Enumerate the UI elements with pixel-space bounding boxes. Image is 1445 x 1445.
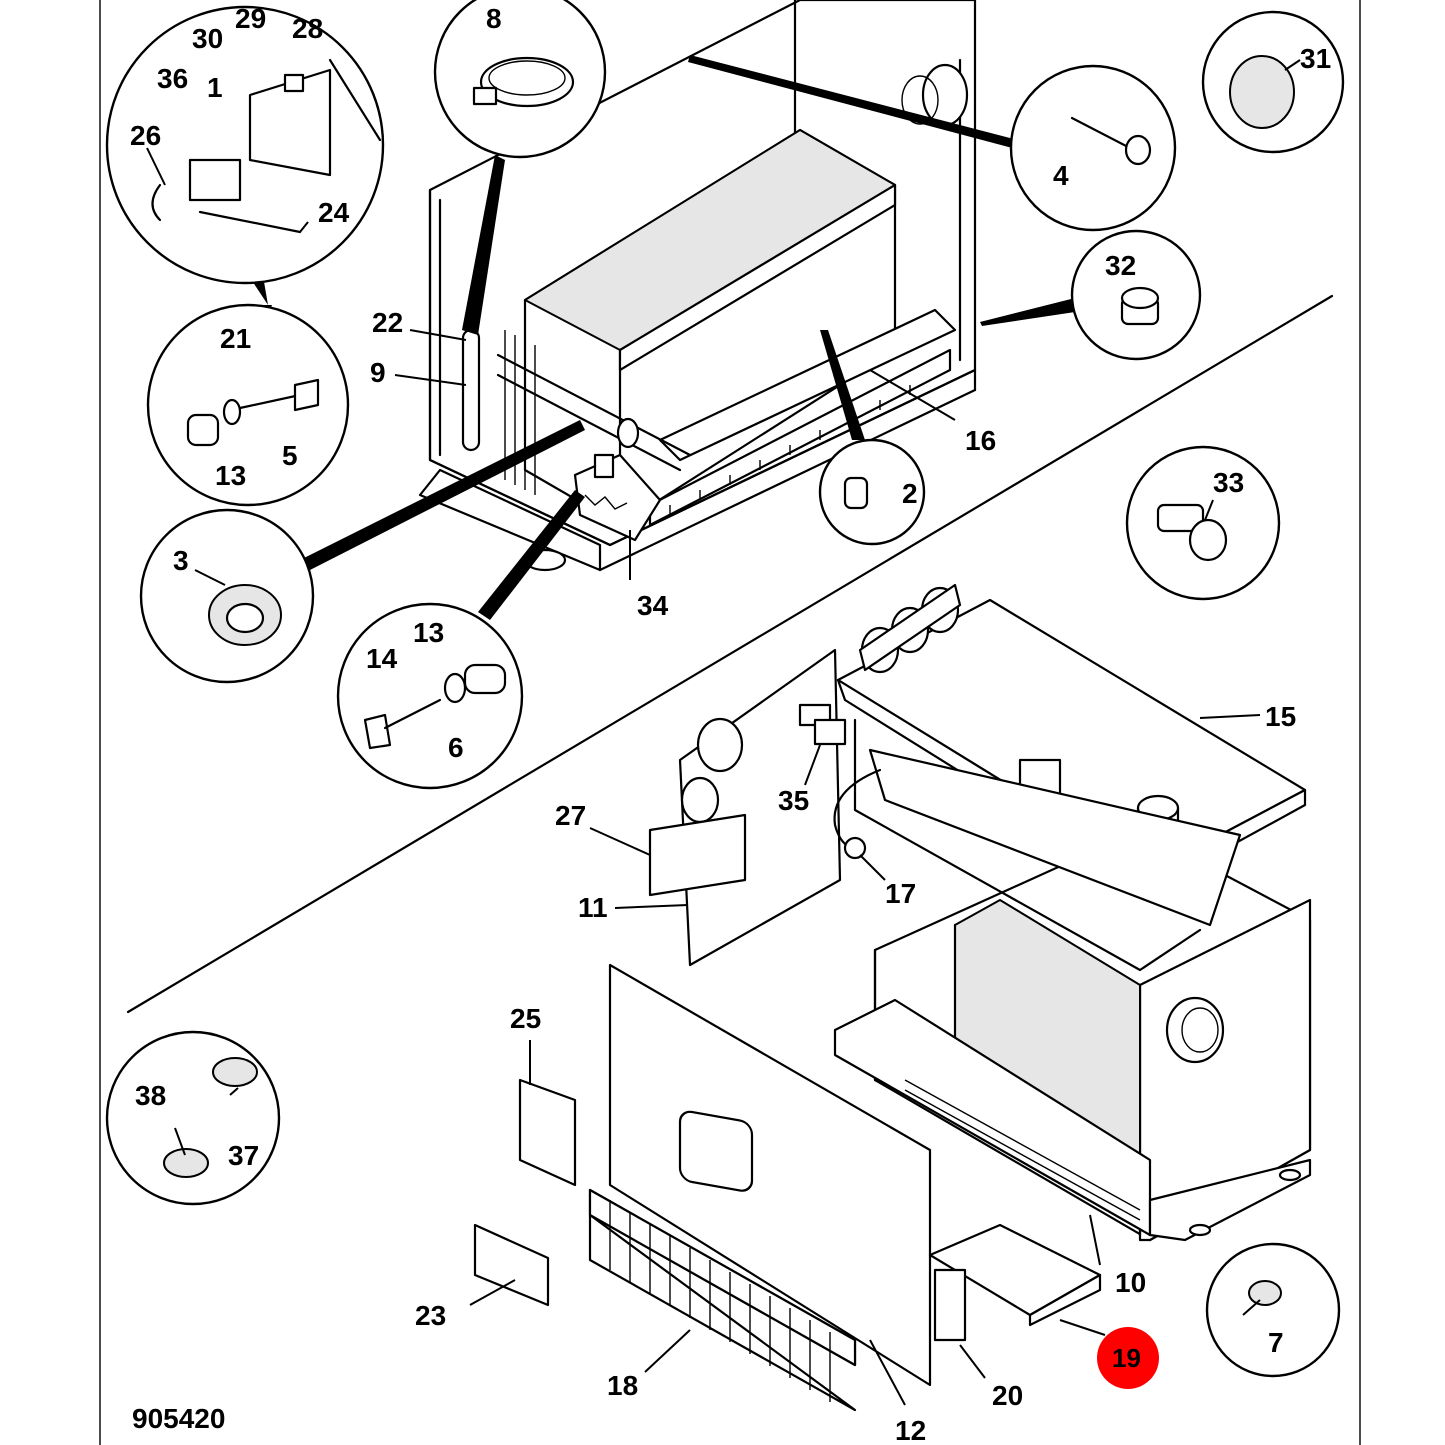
- label-20: 20: [992, 1380, 1023, 1411]
- label-35: 35: [778, 785, 809, 816]
- detail-callout-32: [980, 229, 1202, 361]
- heater-housing-upper: [418, 0, 977, 572]
- detail-callout-4: [688, 55, 1177, 232]
- label-32: 32: [1105, 250, 1136, 281]
- label-1: 1: [207, 72, 223, 103]
- label-22: 22: [372, 307, 403, 338]
- detail-callout-38: [105, 1030, 281, 1206]
- label-21: 21: [220, 323, 251, 354]
- part-labels: 29 28 30 36 1 26 24 8 4 31 32 22 9 21 5 …: [130, 3, 1331, 1445]
- label-33: 33: [1213, 467, 1244, 498]
- section-divider-line: [126, 294, 1334, 1014]
- label-13-mid: 13: [413, 617, 444, 648]
- label-28: 28: [292, 13, 323, 44]
- label-7: 7: [1268, 1327, 1284, 1358]
- label-8: 8: [486, 3, 502, 34]
- detail-callout-7: [1205, 1242, 1341, 1378]
- label-19: 19: [1112, 1343, 1141, 1373]
- label-5: 5: [282, 440, 298, 471]
- label-13-top: 13: [215, 460, 246, 491]
- label-6: 6: [448, 732, 464, 763]
- label-18: 18: [607, 1370, 638, 1401]
- detail-callout-8: [433, 0, 607, 335]
- label-12: 12: [895, 1415, 926, 1445]
- label-11: 11: [578, 892, 608, 923]
- label-26: 26: [130, 120, 161, 151]
- detail-callout-3: [139, 420, 585, 684]
- detail-callout-30: [105, 5, 385, 305]
- label-4: 4: [1053, 160, 1069, 191]
- detail-callout-2: [818, 330, 926, 546]
- label-25: 25: [510, 1003, 541, 1034]
- label-31: 31: [1300, 43, 1331, 74]
- label-15: 15: [1265, 701, 1296, 732]
- label-23: 23: [415, 1300, 446, 1331]
- heater-housing-lower: [473, 583, 1312, 1412]
- label-24: 24: [318, 197, 350, 228]
- label-14: 14: [366, 643, 398, 674]
- label-17: 17: [885, 878, 916, 909]
- detail-callout-14: [336, 490, 585, 790]
- highlight-dot: [1097, 1327, 1159, 1389]
- label-27: 27: [555, 800, 586, 831]
- label-29: 29: [235, 3, 266, 34]
- detail-callout-21: [146, 303, 350, 507]
- label-36: 36: [157, 63, 188, 94]
- detail-callout-31: [1201, 10, 1345, 154]
- label-38: 38: [135, 1080, 166, 1111]
- label-9: 9: [370, 357, 386, 388]
- label-16: 16: [965, 425, 996, 456]
- label-37: 37: [228, 1140, 259, 1171]
- label-30: 30: [192, 23, 223, 54]
- detail-callout-33: [1125, 445, 1281, 601]
- highlighted-part-marker[interactable]: 19: [1097, 1327, 1159, 1389]
- drawing-number: 905420: [132, 1403, 225, 1434]
- label-34: 34: [637, 590, 669, 621]
- label-2: 2: [902, 478, 918, 509]
- leader-lines: [146, 59, 1301, 1406]
- label-10: 10: [1115, 1267, 1146, 1298]
- label-3: 3: [173, 545, 189, 576]
